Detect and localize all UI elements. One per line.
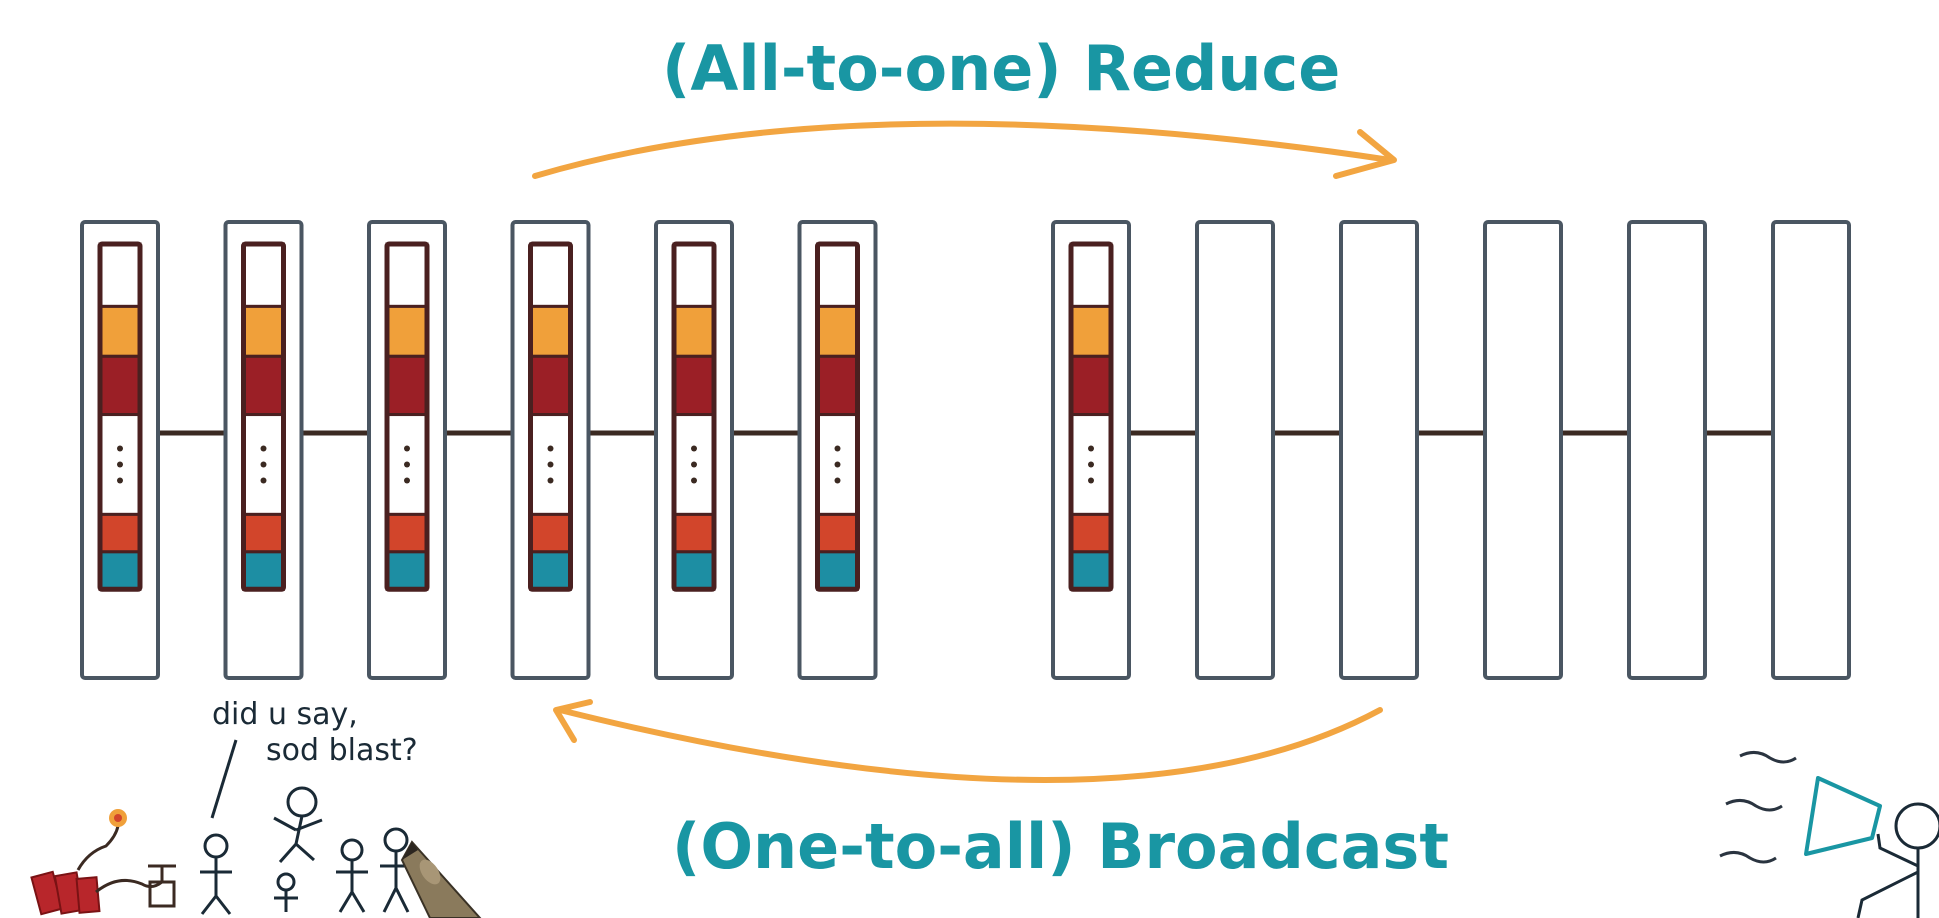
- ellipsis-dot: [404, 461, 410, 468]
- right-processor-group: [1051, 220, 1851, 680]
- ellipsis-dot: [260, 477, 267, 484]
- segment-red: [98, 512, 142, 554]
- ellipsis-dot: [1088, 461, 1094, 468]
- right-node: [1195, 220, 1275, 680]
- segment-teal: [385, 550, 429, 591]
- left-processor-group: [80, 220, 878, 680]
- ellipsis-dot: [1088, 477, 1094, 484]
- ellipsis-dot: [547, 477, 554, 484]
- segment-red: [242, 512, 285, 554]
- reduce-label: (All-to-one) Reduce: [662, 32, 1340, 105]
- segment-teal: [529, 550, 572, 591]
- speech-note: did u say, sod blast?: [210, 697, 418, 819]
- segment-darkred: [242, 354, 285, 417]
- left-node: [654, 220, 734, 680]
- segment-white: [242, 242, 285, 308]
- ellipsis-dot: [117, 461, 123, 468]
- ellipsis-dot: [691, 461, 697, 468]
- segment-orange: [1069, 304, 1113, 358]
- vector-outline: [671, 241, 717, 592]
- vector-outline: [241, 241, 286, 592]
- right-node: [1051, 220, 1131, 680]
- segment-orange: [816, 304, 859, 358]
- segment-teal: [98, 550, 142, 591]
- ellipsis-dot: [117, 477, 123, 484]
- stick-figure-icon: [200, 786, 412, 915]
- segment-red: [1069, 512, 1113, 554]
- segment-white: [385, 242, 429, 308]
- broadcast-label: (One-to-all) Broadcast: [672, 810, 1449, 883]
- right-node: [1771, 220, 1851, 680]
- speech-note-line2: sod blast?: [266, 733, 418, 768]
- vector-outline: [384, 241, 430, 592]
- ellipsis-dot: [834, 445, 841, 452]
- speech-note-line1: did u say,: [212, 697, 358, 732]
- ellipsis-dot: [834, 461, 841, 468]
- segment-darkred: [98, 354, 142, 417]
- megaphone-icon: [1719, 751, 1882, 864]
- left-node: [223, 220, 304, 680]
- segment-darkred: [816, 354, 859, 417]
- segment-teal: [242, 550, 285, 591]
- segment-teal: [816, 550, 859, 591]
- left-node: [797, 220, 878, 680]
- ellipsis-dot: [260, 461, 267, 468]
- segment-red: [385, 512, 429, 554]
- dynamite-icon: [30, 809, 163, 916]
- segment-orange: [242, 304, 285, 358]
- vector-outline: [528, 241, 573, 592]
- segment-orange: [98, 304, 142, 358]
- left-node: [367, 220, 447, 680]
- processor-frame: [1483, 220, 1563, 680]
- ellipsis-dot: [117, 445, 123, 452]
- ellipsis-dot: [691, 477, 697, 484]
- processor-frame: [1195, 220, 1275, 680]
- ellipsis-dot: [547, 461, 554, 468]
- segment-orange: [385, 304, 429, 358]
- plunger-icon: [148, 864, 176, 908]
- segment-white: [1069, 242, 1113, 308]
- ellipsis-dot: [547, 445, 554, 452]
- vector-outline: [97, 241, 143, 592]
- ellipsis-dot: [404, 477, 410, 484]
- ellipsis-dot: [834, 477, 841, 484]
- segment-red: [672, 512, 716, 554]
- segment-darkred: [529, 354, 572, 417]
- processor-frame: [1627, 220, 1707, 680]
- megaphone-person: [1856, 802, 1939, 918]
- segment-white: [816, 242, 859, 308]
- left-node: [510, 220, 591, 680]
- segment-teal: [1069, 550, 1113, 591]
- reduce-arrow: [532, 120, 1397, 179]
- segment-orange: [672, 304, 716, 358]
- segment-red: [529, 512, 572, 554]
- ellipsis-dot: [404, 445, 410, 452]
- segment-red: [816, 512, 859, 554]
- processor-frame: [1771, 220, 1851, 680]
- segment-darkred: [385, 354, 429, 417]
- ellipsis-dot: [260, 445, 267, 452]
- right-node: [1483, 220, 1563, 680]
- left-node: [80, 220, 160, 680]
- ellipsis-dot: [691, 445, 697, 452]
- right-node: [1339, 220, 1419, 680]
- pen-icon: [400, 840, 482, 918]
- segment-teal: [672, 550, 716, 591]
- segment-white: [98, 242, 142, 308]
- vector-outline: [1068, 241, 1114, 592]
- broadcast-arrow: [553, 699, 1383, 783]
- right-node: [1627, 220, 1707, 680]
- segment-white: [672, 242, 716, 308]
- ellipsis-dot: [1088, 445, 1094, 452]
- processor-frame: [1339, 220, 1419, 680]
- segment-darkred: [1069, 354, 1113, 417]
- segment-darkred: [672, 354, 716, 417]
- vector-outline: [815, 241, 860, 592]
- segment-orange: [529, 304, 572, 358]
- segment-white: [529, 242, 572, 308]
